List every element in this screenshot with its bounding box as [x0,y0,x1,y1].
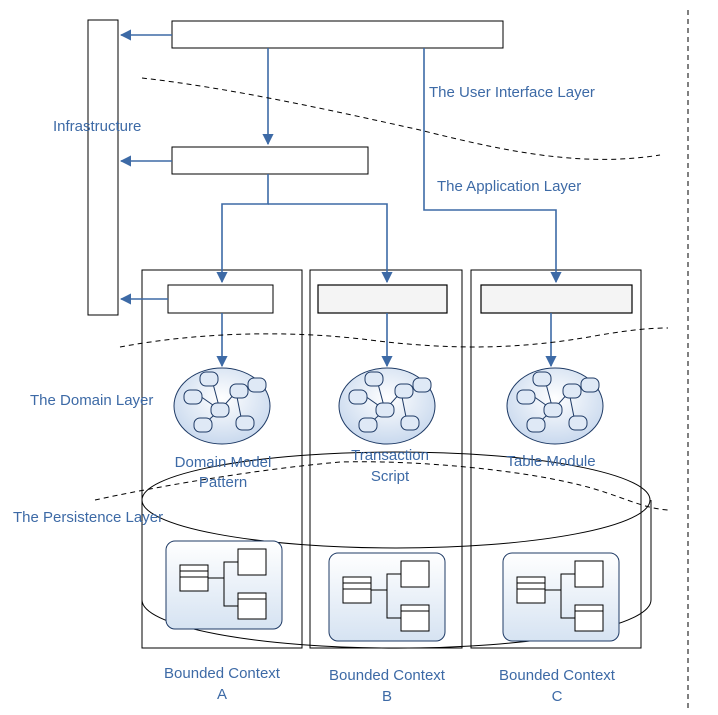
ui-box [171,20,504,49]
service-box-c [480,284,633,314]
transaction-script-graph [338,367,436,445]
domain-model-graph [173,367,271,445]
table-module-graph [506,367,604,445]
service-box-a [167,284,274,314]
persistence-classes-c [502,552,620,642]
persistence-classes-a [165,540,283,630]
service-box-b [317,284,448,314]
pattern-label-c-line1: Table Module [506,453,595,470]
arrow-ui-to-c [423,48,562,284]
context-label-b-line1: Bounded Context [329,667,446,684]
arrow-app-to-a [216,174,269,284]
infrastructure-bar [87,19,119,316]
pattern-label-a-line2: Pattern [199,474,247,491]
ui-app-boundary [141,77,661,160]
context-label-a-line2: A [217,686,227,703]
app-domain-boundary [119,327,669,348]
arrow-app-to-b [268,203,393,284]
pattern-label-b-line2: Script [371,468,410,485]
context-label-b-line2: B [382,688,392,705]
persistence-layer-label: The Persistence Layer [13,509,163,526]
ui-layer-label: The User Interface Layer [429,84,595,101]
infrastructure-label: Infrastructure [53,118,141,135]
context-label-a-line1: Bounded Context [164,665,281,682]
context-label-c-line2: C [552,688,563,705]
app-layer-label: The Application Layer [437,178,581,195]
persistence-classes-b [328,552,446,642]
context-label-c-line1: Bounded Context [499,667,616,684]
pattern-label-a-line1: Domain Model [175,454,272,471]
application-box [171,146,369,175]
domain-persistence-boundary [94,461,669,511]
pattern-label-b-line1: Transaction [351,447,429,464]
domain-layer-label: The Domain Layer [30,392,153,409]
